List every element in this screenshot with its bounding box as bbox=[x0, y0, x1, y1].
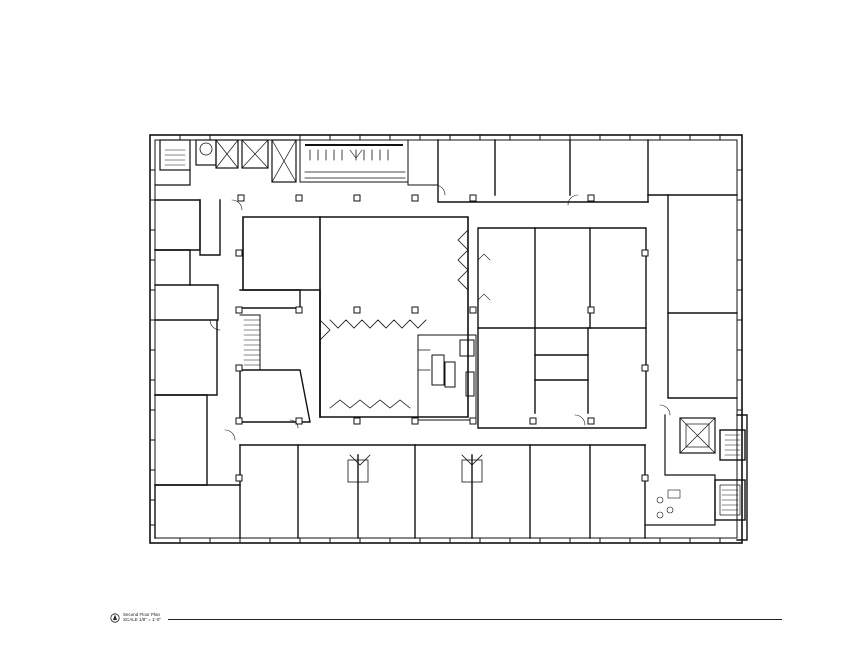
drawing-title-name: Second Floor Plan bbox=[123, 612, 161, 617]
title-underline bbox=[168, 619, 782, 620]
southeast-core bbox=[644, 414, 716, 526]
door-swings bbox=[209, 184, 671, 441]
north-restrooms bbox=[299, 139, 439, 186]
kitchen-block bbox=[417, 334, 477, 421]
south-offices bbox=[154, 444, 646, 539]
perimeter-piers bbox=[149, 134, 743, 544]
exterior-walls bbox=[149, 134, 743, 544]
north-arrow-icon bbox=[110, 613, 120, 623]
north-offices bbox=[437, 139, 738, 399]
drawing-scale: SCALE 1/8" = 1'-0" bbox=[123, 617, 161, 622]
drawing-title-block: Second Floor Plan SCALE 1/8" = 1'-0" bbox=[110, 611, 782, 627]
northwest-core bbox=[154, 139, 297, 186]
drawing-title: Second Floor Plan SCALE 1/8" = 1'-0" bbox=[123, 612, 161, 622]
west-rooms bbox=[154, 199, 311, 486]
central-hall bbox=[242, 216, 469, 418]
east-core-bumpout bbox=[714, 414, 748, 541]
east-interior-offices bbox=[477, 227, 647, 429]
columns bbox=[235, 194, 649, 482]
